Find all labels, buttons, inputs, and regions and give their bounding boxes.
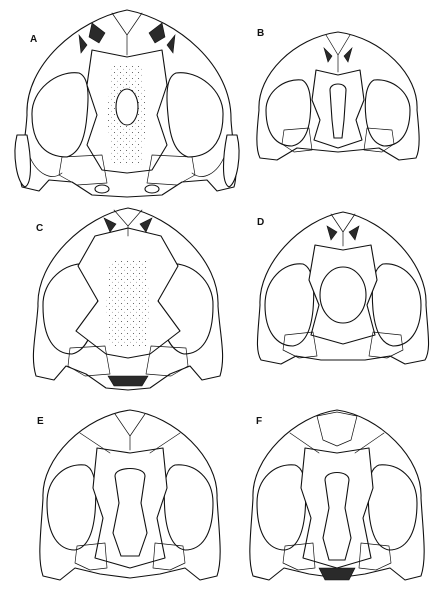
panel-label-e: E [37, 416, 44, 427]
skull-drawing-e [39, 409, 221, 581]
panel-label-f: F [256, 416, 262, 427]
skull-drawing-b [256, 31, 420, 161]
skull-drawing-d [256, 211, 430, 365]
panel-label-b: B [257, 28, 264, 39]
skull-drawing-f [249, 409, 425, 581]
panel-label-d: D [257, 217, 264, 228]
skull-drawing-c [32, 207, 224, 391]
skull-drawing-a [14, 9, 240, 198]
panel-label-c: C [36, 223, 43, 234]
panel-label-a: A [30, 34, 37, 45]
